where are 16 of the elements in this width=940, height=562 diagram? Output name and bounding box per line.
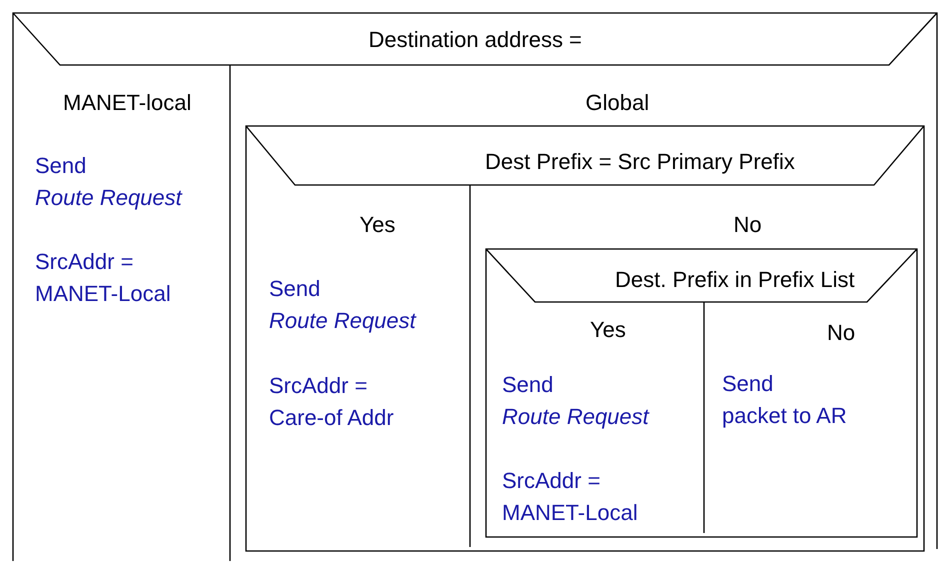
condition-text: Destination address = [368, 26, 582, 54]
action-text: Send Route Request [502, 371, 649, 431]
branch-label: No [827, 319, 856, 347]
branch-label: Yes [590, 316, 626, 344]
condition-text: Dest. Prefix in Prefix List [615, 266, 855, 294]
action-text: SrcAddr = MANET-Local [502, 467, 638, 527]
condition-text: Dest Prefix = Src Primary Prefix [485, 148, 795, 176]
branch-label: No [734, 211, 762, 239]
branch-label: Global [586, 89, 650, 117]
branch-label: Yes [360, 211, 396, 239]
action-text: Send packet to AR [722, 370, 847, 430]
action-text: Send Route Request [269, 275, 416, 335]
branch-label: MANET-local [63, 89, 192, 117]
action-text: Send Route Request [35, 152, 182, 212]
action-text: SrcAddr = Care-of Addr [269, 372, 394, 432]
action-text: SrcAddr = MANET-Local [35, 248, 171, 308]
